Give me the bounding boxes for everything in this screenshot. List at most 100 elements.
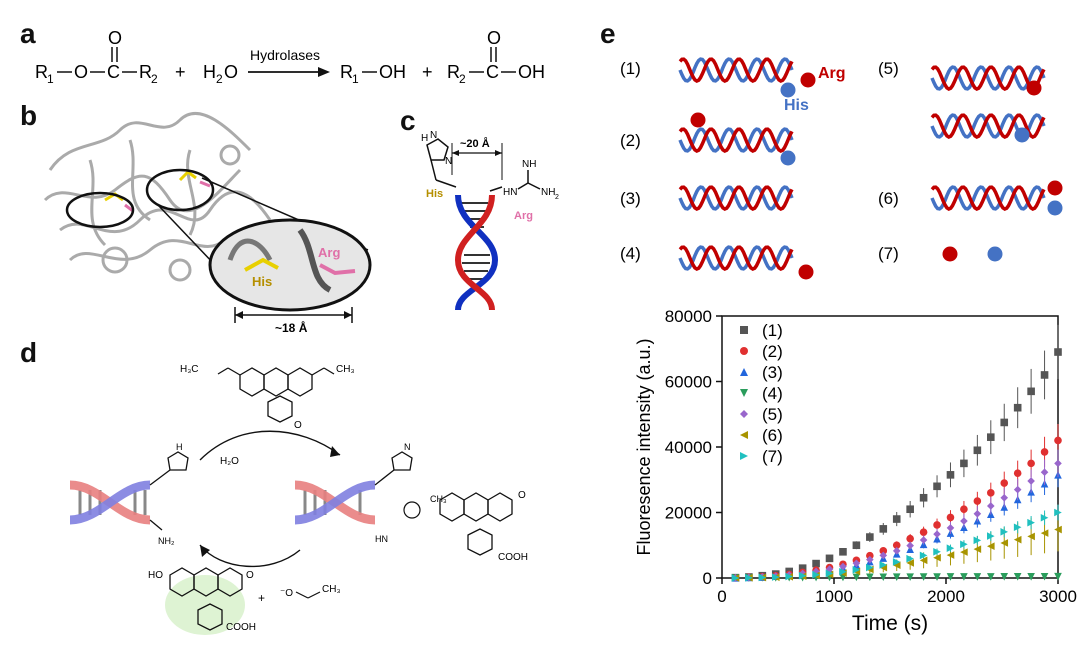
data-point xyxy=(1000,493,1009,502)
data-point xyxy=(946,513,955,522)
y-axis-label: Fluoresence intensity (a.u.) xyxy=(634,338,654,555)
data-point xyxy=(960,505,968,514)
data-point xyxy=(771,573,780,581)
data-point xyxy=(973,497,982,505)
fda-h3c: H₃C xyxy=(180,364,199,375)
data-point xyxy=(933,521,941,529)
product2-carbon: C xyxy=(486,62,499,82)
data-point xyxy=(866,555,874,564)
data-point xyxy=(1013,573,1022,581)
water-d: H₂O xyxy=(220,456,239,467)
fluorescein-product xyxy=(169,567,243,631)
his-dot xyxy=(987,246,1003,262)
data-point xyxy=(1054,572,1062,581)
plus-d: + xyxy=(258,591,265,605)
dna-his-arg-scheme: H N N His ~20 Å HN NH NH 2 Arg xyxy=(421,130,559,311)
arg-dot xyxy=(1026,80,1042,96)
data-point xyxy=(892,558,901,566)
data-point xyxy=(906,534,914,543)
guanidinium-nh2: NH xyxy=(541,187,555,198)
guanidinium-nh: NH xyxy=(522,159,536,170)
legend-label: (2) xyxy=(762,342,783,361)
data-point xyxy=(946,551,955,559)
data-point xyxy=(906,554,914,563)
imidazole-h: H xyxy=(421,133,428,144)
scheme-label: (3) xyxy=(620,189,641,208)
data-point xyxy=(987,489,995,497)
arg-label-b: Arg xyxy=(318,245,340,260)
panel-label-c: c xyxy=(400,105,416,136)
plus-sign-1: + xyxy=(175,62,186,82)
data-point xyxy=(960,573,968,581)
legend-marker xyxy=(740,410,748,418)
water-o: O xyxy=(224,62,238,82)
r2-label: R xyxy=(139,62,152,82)
his-label-e: His xyxy=(784,97,809,114)
data-point xyxy=(960,540,968,549)
y-tick-label: 40000 xyxy=(665,438,712,457)
data-point xyxy=(852,566,861,574)
data-point xyxy=(960,548,968,556)
data-point xyxy=(1000,528,1009,536)
right-his-n: N xyxy=(404,442,411,452)
data-point xyxy=(1040,371,1049,379)
data-point xyxy=(919,493,928,502)
protein-structure: His Arg ~18 Å xyxy=(43,112,372,335)
data-point xyxy=(1054,525,1062,534)
legend-marker xyxy=(740,347,748,355)
data-point xyxy=(946,544,955,552)
scheme-2: (2) xyxy=(620,112,796,166)
data-point xyxy=(987,532,995,540)
x-tick-label: 2000 xyxy=(927,587,965,606)
data-point xyxy=(987,573,995,581)
imidazole-n: N xyxy=(430,130,437,141)
data-point xyxy=(798,571,807,580)
scheme-label: (7) xyxy=(878,244,899,263)
legend-marker xyxy=(740,452,748,460)
data-point xyxy=(919,528,928,536)
data-point xyxy=(1027,572,1035,581)
data-point xyxy=(1027,459,1035,468)
r2-subscript: 2 xyxy=(151,72,158,86)
scheme-label: (4) xyxy=(620,244,641,263)
data-point xyxy=(852,559,861,568)
arg-dot xyxy=(800,72,816,88)
product2-oh: OH xyxy=(518,62,545,82)
legend-label: (5) xyxy=(762,405,783,424)
data-point xyxy=(973,573,982,581)
data-point xyxy=(919,573,928,581)
data-point xyxy=(906,505,914,514)
scheme-6: (6) xyxy=(878,180,1063,216)
his-label-c: His xyxy=(426,188,443,200)
data-point xyxy=(1027,387,1035,396)
y-tick-label: 20000 xyxy=(665,504,712,523)
data-point xyxy=(758,573,767,582)
legend-label: (3) xyxy=(762,363,783,382)
data-point xyxy=(839,562,847,571)
data-point xyxy=(1000,479,1009,487)
data-point xyxy=(892,541,901,550)
data-point xyxy=(866,551,874,560)
acetate-o: ⁻O xyxy=(280,588,293,599)
data-point xyxy=(933,548,941,556)
data-point xyxy=(1027,532,1035,541)
data-point xyxy=(1013,485,1022,494)
data-point xyxy=(906,541,914,550)
distance-label-c: ~20 Å xyxy=(460,137,490,150)
data-point xyxy=(839,548,847,556)
data-point xyxy=(812,570,820,579)
data-point xyxy=(1000,573,1009,581)
data-point xyxy=(852,573,861,582)
data-point xyxy=(987,542,995,551)
data-point xyxy=(798,564,807,572)
arg-dot xyxy=(690,112,706,128)
his-dot xyxy=(780,82,796,98)
data-point xyxy=(933,482,941,491)
data-point xyxy=(933,530,941,538)
active-site-circle-2 xyxy=(145,168,215,212)
acetate-ch3: CH₃ xyxy=(322,584,341,595)
ester-carbon: C xyxy=(107,62,120,82)
x-tick-label: 0 xyxy=(717,587,726,606)
